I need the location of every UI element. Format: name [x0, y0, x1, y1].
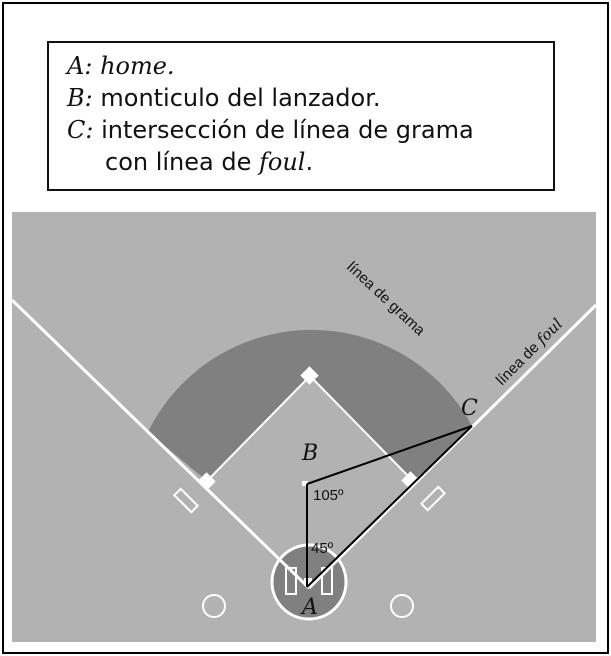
- legend-box: A: home. B: monticulo del lanzador. C: i…: [47, 41, 555, 191]
- segment-ac: [306, 425, 473, 588]
- legend-key-b: B:: [67, 84, 93, 112]
- legend-row-a: A: home.: [67, 50, 553, 82]
- legend-text-c2-suffix: .: [305, 148, 314, 176]
- legend-text-b: monticulo del lanzador.: [100, 84, 381, 112]
- angle-a-label: 45º: [311, 540, 334, 557]
- second-base: [300, 366, 319, 385]
- legend-text-a: home.: [100, 52, 175, 80]
- base-line-1-2: [309, 375, 412, 480]
- angle-b-label: 105º: [313, 487, 344, 504]
- point-c-label: C: [461, 396, 478, 421]
- pitcher-rubber: [302, 481, 308, 486]
- batter-box-left: [285, 567, 297, 595]
- segment-bc: [306, 425, 473, 485]
- legend-key-c: C:: [67, 116, 94, 144]
- first-base: [401, 471, 420, 490]
- left-foul-line: [10, 298, 311, 590]
- right-foul-line: [307, 303, 598, 590]
- legend-text-c2-italic: foul: [259, 148, 306, 176]
- legend-row-c: C: intersección de línea de grama: [67, 114, 553, 146]
- first-base-coach-box: [419, 485, 447, 512]
- point-a-label: A: [300, 595, 318, 620]
- legend-text-c2-prefix: con línea de: [105, 148, 259, 176]
- base-line-2-3: [206, 375, 311, 482]
- on-deck-circle-left: [202, 594, 226, 618]
- third-base: [197, 472, 216, 491]
- grass-arc: [148, 329, 472, 481]
- legend-row-c-cont: con línea de foul.: [67, 146, 553, 178]
- legend-text-c: intersección de línea de grama: [101, 116, 474, 144]
- legend-key-a: A:: [67, 52, 93, 80]
- point-b-label: B: [301, 441, 318, 466]
- third-base-coach-box: [172, 487, 200, 514]
- legend-row-b: B: monticulo del lanzador.: [67, 82, 553, 114]
- on-deck-circle-right: [390, 594, 414, 618]
